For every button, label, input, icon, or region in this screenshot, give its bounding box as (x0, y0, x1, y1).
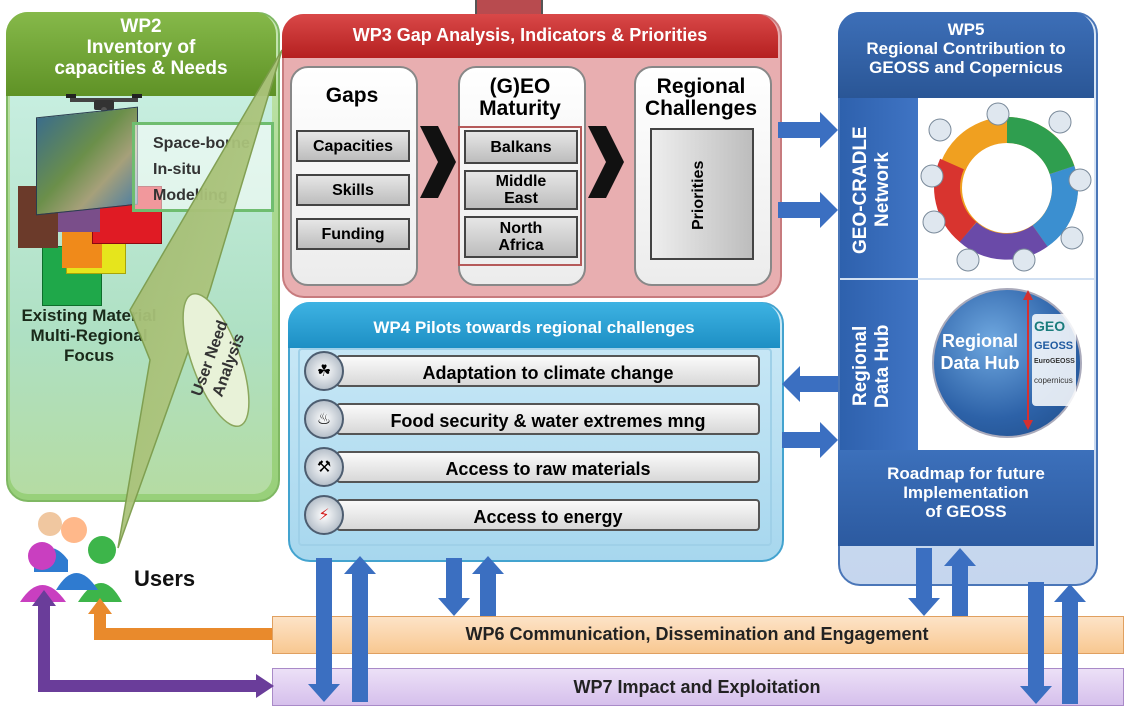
wp2-title-line: Inventory of (86, 37, 196, 58)
food-water-icon: ♨ (304, 399, 344, 439)
gap-item: Skills (296, 174, 410, 206)
wp4-title: WP4 Pilots towards regional challenges (373, 318, 695, 337)
roadmap-line: Roadmap for future (887, 464, 1045, 483)
wp4-inner-frame (298, 348, 772, 546)
chevron-right-icon (588, 126, 624, 198)
priorities-box (650, 128, 754, 260)
wp7-bar (272, 668, 1124, 706)
pilot-item: Access to energy (336, 499, 760, 531)
hub-circle-label: Regional Data Hub (932, 330, 1028, 374)
chevron-right-icon (420, 126, 456, 198)
maturity-title: (G)EO Maturity (458, 76, 582, 120)
wp6-label: WP6 Communication, Dissemination and Eng… (465, 624, 929, 644)
wp3-title: WP3 Gap Analysis, Indicators & Prioritie… (352, 25, 708, 45)
hub-logo-panel (1032, 314, 1076, 406)
challenges-title-line: Challenges (644, 97, 758, 120)
wp7-label: WP7 Impact and Exploitation (573, 677, 821, 697)
wp5-title-line: WP5 (947, 20, 985, 39)
gaps-title: Gaps (325, 84, 379, 107)
hub-label: Regional Data Hub (850, 296, 908, 436)
wp5-title-line: GEOSS and Copernicus (869, 58, 1063, 77)
callout-line: In-situ (153, 161, 201, 178)
maturity-item: Middle East (464, 170, 578, 210)
maturity-title-line: Maturity (479, 97, 561, 120)
wp3-header (282, 14, 778, 58)
challenges-title: Regional Challenges (634, 76, 768, 120)
copernicus-logo: copernicus (1034, 376, 1073, 385)
roadmap-line: Implementation (903, 483, 1029, 502)
maturity-item-line: East (504, 190, 538, 207)
pilot-item: Food security & water extremes mng (336, 403, 760, 435)
users-label: Users (134, 566, 196, 591)
network-bar (840, 98, 918, 278)
gap-item: Funding (296, 218, 410, 250)
network-ring-graphic (920, 102, 1092, 272)
user-need-cone (117, 49, 283, 549)
arrow-up (472, 556, 504, 616)
priorities-label: Priorities (690, 160, 707, 230)
challenges-title-line: Regional (656, 75, 746, 98)
roadmap-label: Roadmap for future Implementation of GEO… (838, 464, 1094, 521)
gap-item: Capacities (296, 130, 410, 162)
maturity-item: North Africa (464, 216, 578, 258)
maturity-item: Balkans (464, 130, 578, 164)
maturity-item-line: Middle (495, 173, 547, 190)
maturity-item-line: Balkans (490, 138, 552, 156)
existing-material-label: Existing Material Multi-Regional Focus (6, 306, 172, 366)
wp5-title: WP5 Regional Contribution to GEOSS and C… (838, 20, 1094, 77)
geoss-logo: GEOSS (1034, 340, 1074, 352)
arrow-wp4-to-wp5 (782, 422, 838, 458)
existing-material-line: Existing Material (21, 306, 157, 325)
existing-material-line: Multi-Regional (30, 326, 148, 345)
existing-material-line: Focus (63, 346, 115, 365)
wp5-header (838, 12, 1094, 98)
geo-logo: GEO (1034, 318, 1066, 334)
wp2-title-line: WP2 (120, 16, 162, 37)
arrow-users-to-wp7 (38, 602, 258, 692)
users-icon (20, 512, 122, 602)
raw-materials-icon: ⚒ (304, 447, 344, 487)
maturity-title-line: (G)EO (489, 75, 551, 98)
maturity-item-line: Africa (498, 237, 544, 254)
hub-divider-arrow (1023, 290, 1033, 430)
pilot-item: Access to raw materials (336, 451, 760, 483)
arrow-down (438, 558, 470, 616)
hub-bar (840, 280, 918, 450)
roadmap-box (838, 450, 1094, 546)
eurogeoss-logo: EuroGEOSS (1034, 358, 1075, 365)
wp2-title: WP2 Inventory of capacities & Needs (6, 16, 276, 79)
network-label-line: GEO-CRADLE (850, 126, 871, 254)
hub-circle-line: Data Hub (940, 353, 1020, 373)
hub-label-line: Regional (850, 325, 871, 407)
wp6-bar (272, 616, 1124, 654)
maturity-item-line: North (499, 220, 543, 237)
maturity-list-frame (458, 126, 582, 266)
energy-icon: ⚡ (304, 495, 344, 535)
network-label-line: Network (872, 152, 893, 228)
wp2-header (6, 12, 276, 96)
hub-label-line: Data Hub (872, 324, 893, 408)
network-label: GEO-CRADLE Network (850, 110, 908, 270)
arrow-wp5-to-wp4 (782, 366, 838, 402)
roadmap-line: of GEOSS (925, 502, 1007, 521)
arrow-wp6-to-users (94, 612, 272, 640)
wp5-title-line: Regional Contribution to (866, 39, 1066, 58)
wp4-header (288, 302, 780, 348)
pilot-item: Adaptation to climate change (336, 355, 760, 387)
arrow-wp3-to-wp5 (778, 112, 838, 228)
wp2-title-line: capacities & Needs (54, 58, 228, 79)
climate-icon: ☘ (304, 351, 344, 391)
hub-circle-line: Regional (941, 331, 1018, 351)
